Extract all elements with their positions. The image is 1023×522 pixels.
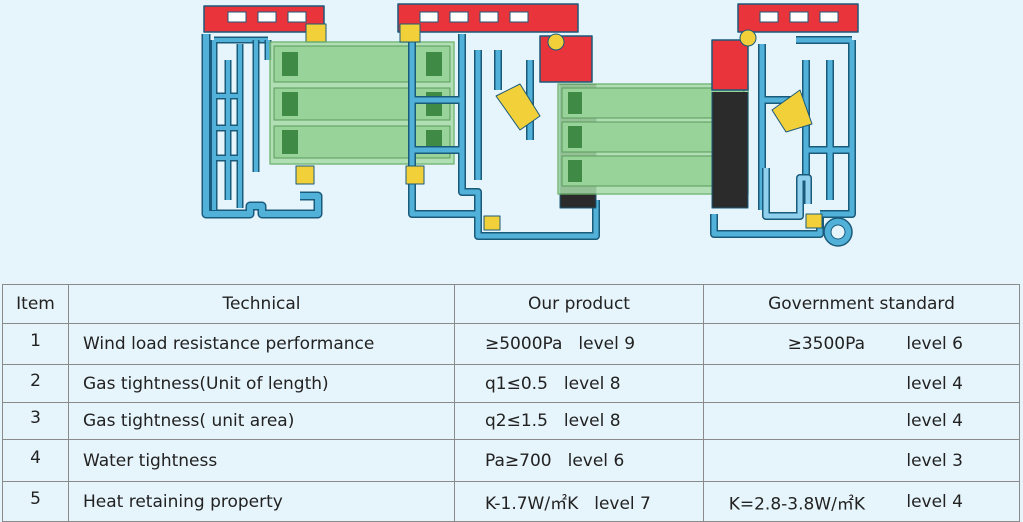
our-product-cell: ≥5000Pa level 9 [454,323,704,365]
technical-name: Gas tightness(Unit of length) [68,364,455,403]
table-row: 4 Water tightness Pa≥700 level 6 level 3 [2,439,1020,482]
table-row: 2 Gas tightness(Unit of length) q1≤0.5 le… [2,364,1020,403]
our-product-cell: q1≤0.5 level 8 [454,364,704,403]
our-product-level: level 7 [594,494,651,514]
our-product-value: Pa≥700 [485,450,552,471]
window-profile-cross-section [201,3,859,247]
technical-name: Heat retaining property [68,481,455,522]
our-product-value: ≥5000Pa [485,334,563,354]
government-standard-cell: level 4 [703,364,1020,403]
technical-name: Wind load resistance performance [68,323,455,365]
item-number: 4 [2,439,69,482]
government-standard-cell: ≥3500Pa level 6 [703,323,1020,365]
right-frame-profile [710,3,859,247]
our-product-cell: K-1.7W/㎡K level 7 [454,481,704,522]
government-standard-cell: K=2.8-3.8W/㎡K level 4 [703,481,1020,522]
item-number: 2 [2,364,69,403]
our-product-cell: Pa≥700 level 6 [454,439,704,482]
header-government-standard: Government standard [703,284,1020,324]
our-product-value: K-1.7W/㎡K [485,494,579,514]
performance-spec-table: Item Technical Our product Government st… [2,284,1020,522]
government-standard-cell: level 3 [703,439,1020,482]
government-standard-level: level 4 [906,491,963,512]
table-row: 3 Gas tightness( unit area) q2≤1.5 level … [2,402,1020,440]
government-standard-cell: level 4 [703,402,1020,440]
government-standard-level: level 4 [906,411,963,431]
our-product-level: level 6 [567,450,625,471]
our-product-cell: q2≤1.5 level 8 [454,402,704,440]
header-item: Item [2,284,69,324]
table-header-row: Item Technical Our product Government st… [2,284,1020,324]
government-standard-level: level 3 [906,450,963,471]
our-product-value: q1≤0.5 [485,373,548,394]
technical-name: Water tightness [68,439,455,482]
item-number: 1 [2,323,69,365]
our-product-value: q2≤1.5 [485,411,548,431]
header-technical: Technical [68,284,455,324]
header-our-product: Our product [454,284,704,324]
our-product-level: level 8 [563,411,621,431]
government-standard-value: K=2.8-3.8W/㎡K [728,494,865,514]
item-number: 5 [2,481,69,522]
our-product-level: level 9 [578,334,636,354]
government-standard-level: level 4 [906,373,963,394]
table-row: 5 Heat retaining property K-1.7W/㎡K level… [2,481,1020,522]
table-row: 1 Wind load resistance performance ≥5000… [2,323,1020,365]
our-product-level: level 8 [563,373,621,394]
technical-name: Gas tightness( unit area) [68,402,455,440]
government-standard-level: level 6 [906,334,963,354]
government-standard-value: ≥3500Pa [787,334,865,354]
item-number: 3 [2,402,69,440]
